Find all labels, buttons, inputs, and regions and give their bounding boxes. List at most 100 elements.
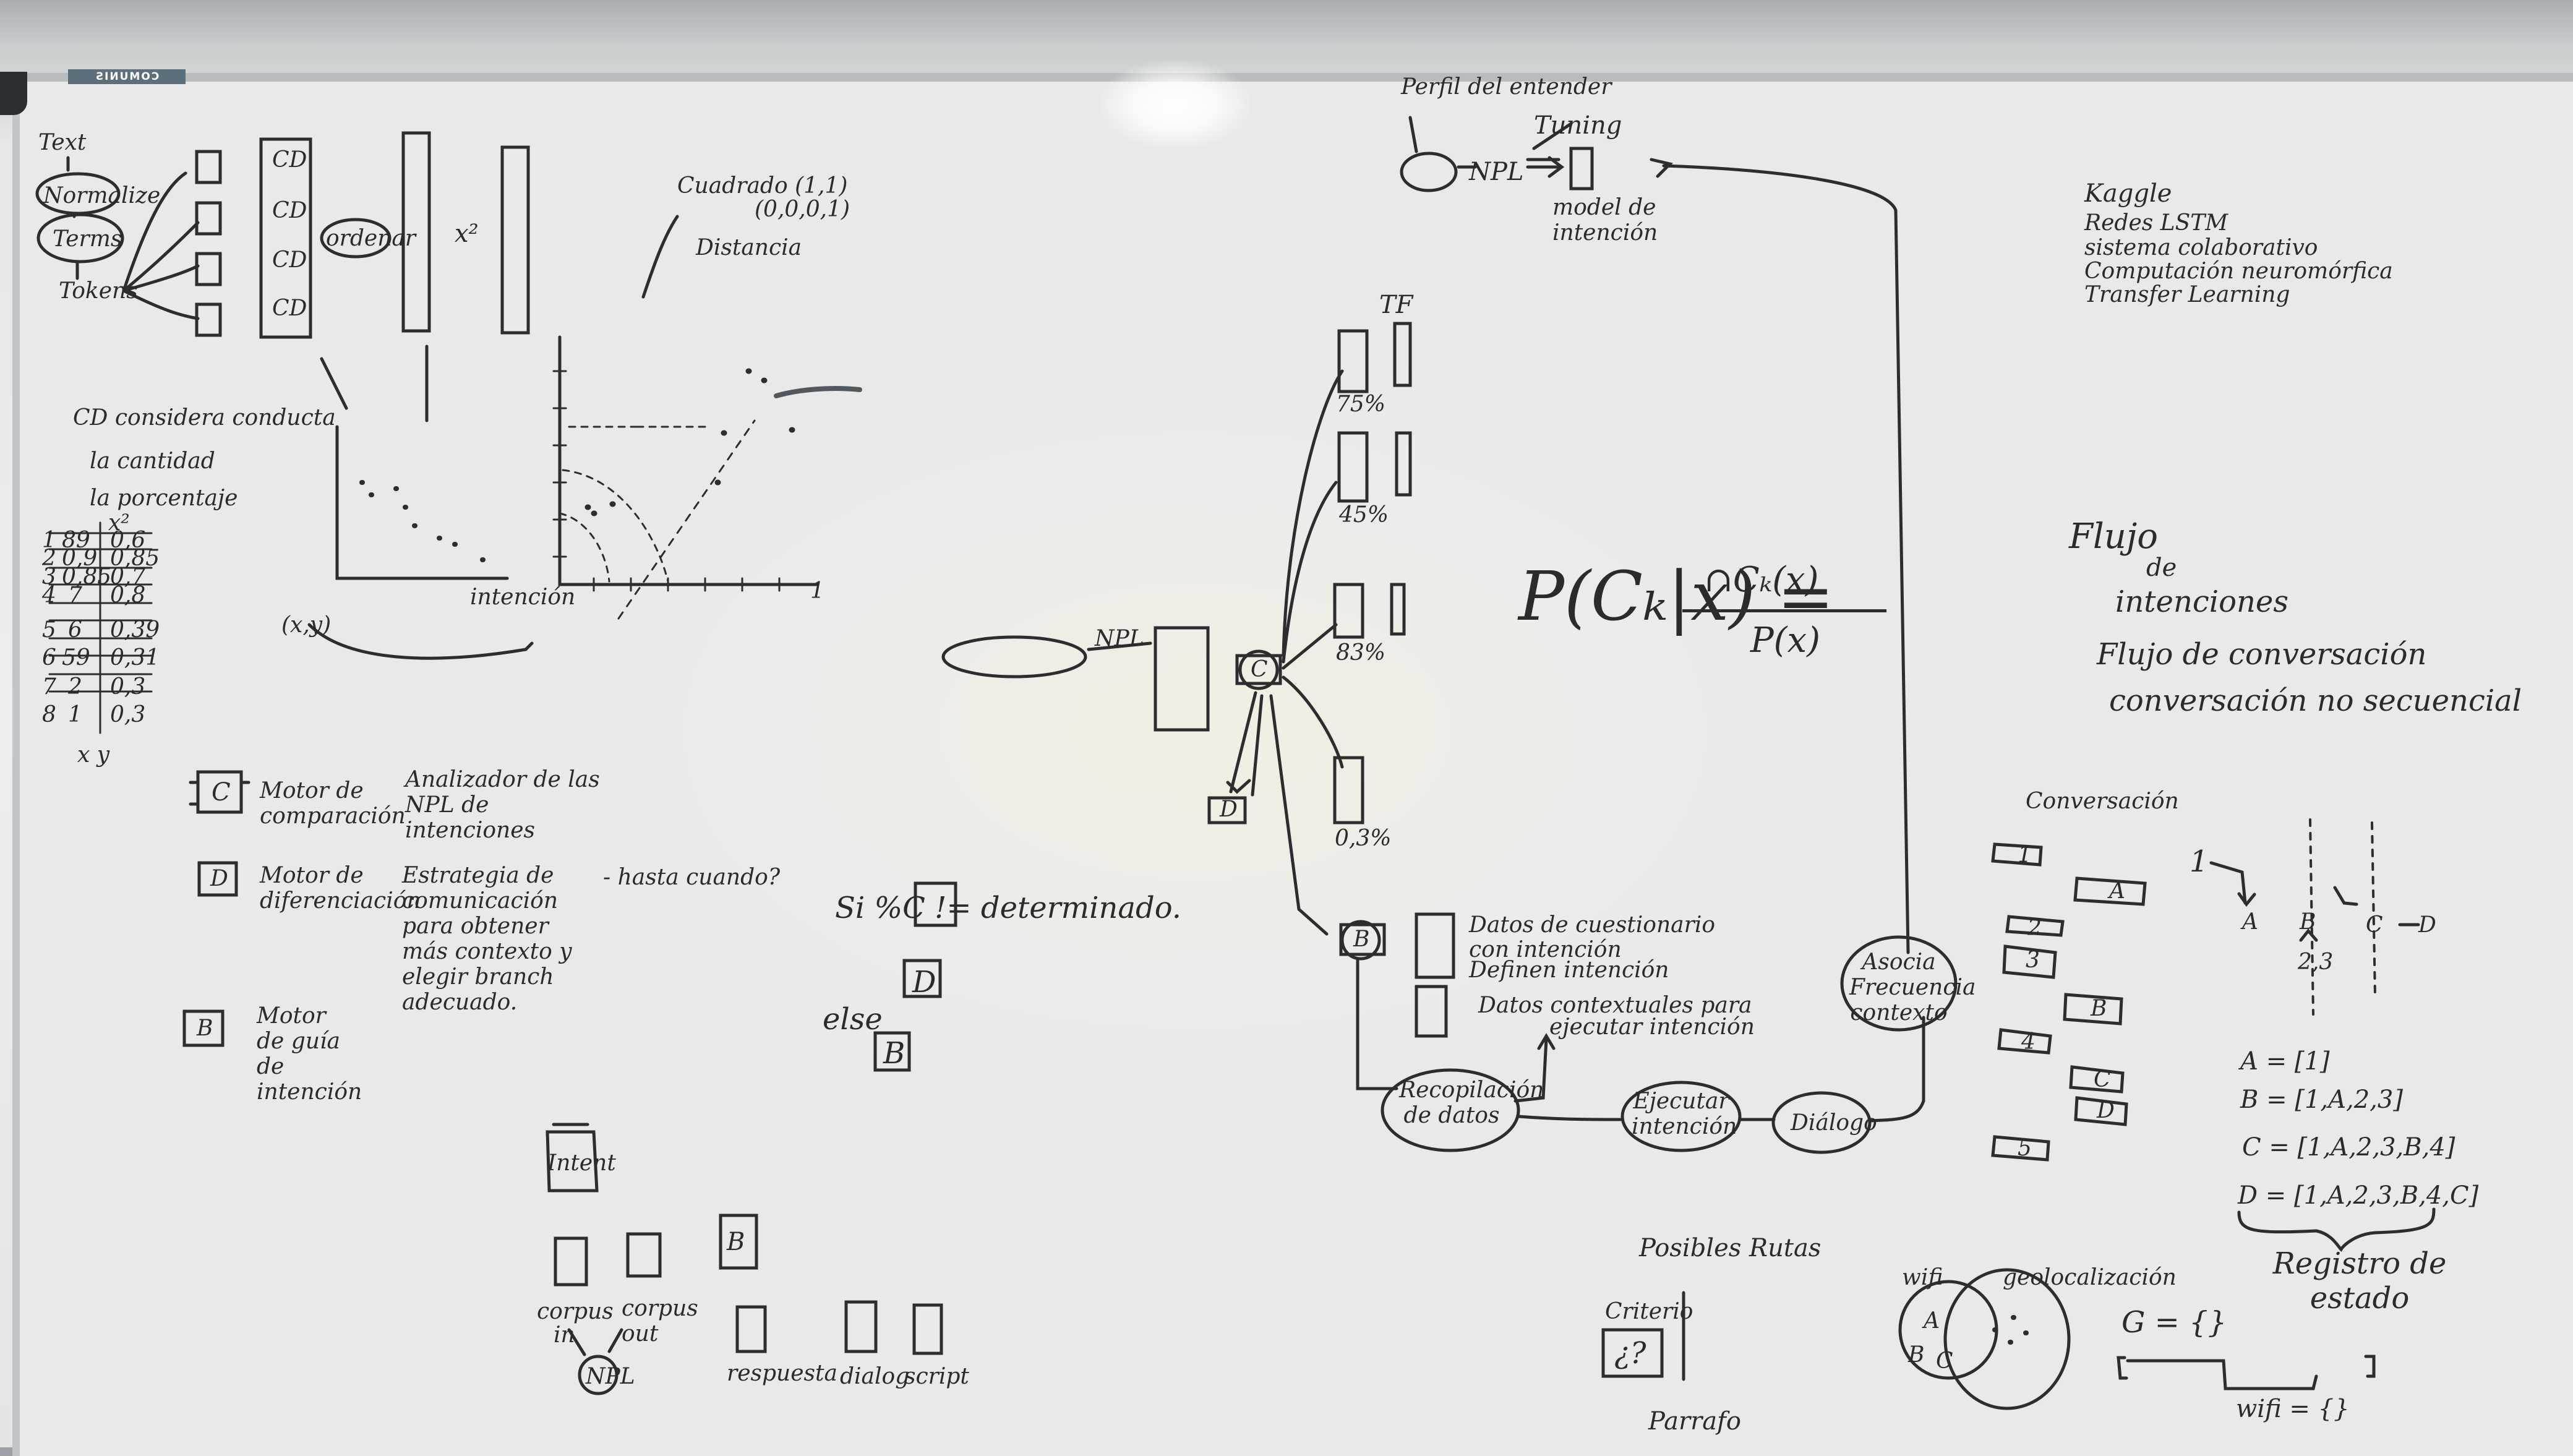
table-row-2-y: 0,85 [110, 546, 160, 571]
whiteboard [12, 73, 2573, 1456]
big-scatter-points [584, 368, 795, 516]
profile-arrow [1408, 116, 1477, 169]
motor-b-label: Motor de guía de intención [257, 1003, 362, 1105]
loop-link-3 [1868, 1016, 1925, 1123]
recopilacion-ellipse [1381, 1068, 1520, 1152]
chi-column-b [500, 145, 530, 335]
table-header-chi: x² [108, 510, 130, 536]
branch-lines [1226, 369, 1344, 936]
npl-ellipse [941, 635, 1087, 679]
posibles-title: Posibles Rutas [1639, 1234, 1822, 1262]
bar-03 [1333, 756, 1364, 824]
table-row-2-x: 0,9 [62, 546, 98, 571]
dashed-circle [559, 426, 706, 583]
pseudo-b-box [873, 1031, 911, 1072]
set-d: D = [1,A,2,3,B,4,C] [2238, 1181, 2479, 1210]
normalize-ellipse [35, 172, 121, 215]
kaggle-line-2: sistema colaborativo [2084, 235, 2318, 260]
g-set-label: G = {} [2121, 1305, 2227, 1340]
table-row-3-y: 0,7 [110, 564, 146, 589]
motor-c-letter: C [212, 778, 231, 807]
pseudo-if-line: Si %C != determinado. [835, 891, 1182, 925]
distance-label: Distancia [696, 235, 802, 260]
bar-75 [1337, 329, 1369, 393]
ordenar-label: ordenar [326, 226, 416, 251]
c-node [1238, 649, 1279, 690]
loop-link-1 [1517, 1115, 1622, 1121]
card-2: 2 [2027, 915, 2042, 941]
respuesta-box [735, 1305, 767, 1353]
tuning-arrow [1526, 122, 1573, 178]
datos-b-line-2: ejecutar intención [1549, 1014, 1755, 1040]
pseudo-else: else [823, 1002, 883, 1037]
g-brackets [2117, 1355, 2376, 1390]
intent-label: Intent [547, 1150, 616, 1176]
bar-45 [1337, 431, 1369, 503]
seq-1: 1 [2190, 844, 2209, 879]
flow-de: de [2146, 554, 2177, 582]
corpus-label: corpus [537, 1299, 614, 1324]
conversacion-label: Conversación [2026, 789, 2179, 814]
small-scatter-axes [335, 425, 509, 580]
card-a: A [2109, 878, 2125, 904]
terms-label: Terms [53, 226, 122, 252]
light-glare [1101, 62, 1249, 148]
dialogo-label: Diálogo [1791, 1110, 1877, 1136]
sequence-arrows [2209, 861, 2420, 942]
cd-label-2: CD [272, 198, 307, 223]
cd-note-3: la porcentaje [90, 486, 238, 511]
seq-d: D [2418, 912, 2436, 938]
table-footer: x y [77, 742, 110, 768]
respuesta-label: respuesta [727, 1361, 837, 1386]
tf-label: TF [1379, 291, 1413, 319]
cd-column [259, 137, 312, 339]
cd-note-1: CD considera conducta [73, 405, 336, 430]
kaggle-line-1: Redes LSTM [2084, 210, 2228, 236]
table-row-7-x: 2 [68, 674, 82, 700]
datos-a-box [1415, 912, 1455, 979]
cuadrado-label: Cuadrado (1,1) [677, 173, 848, 199]
flow-intenciones: intenciones [2115, 585, 2288, 619]
bar-83 [1333, 583, 1364, 639]
venn-right-label: geolocalización [2003, 1265, 2177, 1290]
card-c: C [2094, 1067, 2111, 1092]
npl-small-label: NPL [586, 1364, 635, 1389]
table-grid [48, 521, 153, 734]
motor-c-handles [189, 781, 250, 806]
table-row-6-x: 59 [62, 645, 90, 670]
motor-d-letter: D [210, 866, 228, 891]
npl-link [1087, 641, 1152, 651]
datos-b-box [1415, 985, 1448, 1038]
motor-b-box [182, 1009, 225, 1047]
datos-a-line-1: Datos de cuestionario [1469, 912, 1716, 938]
d-small-letter: D [1220, 797, 1238, 822]
registro-brace [2237, 1207, 2436, 1252]
corpus-in-label: in [554, 1322, 575, 1348]
xy-coord-label: (x,y) [281, 612, 332, 638]
motor-d-desc: Estrategia de comunicación para obtener … [402, 863, 572, 1015]
ejecutar-ellipse [1620, 1081, 1742, 1152]
b-doc-label: B [727, 1228, 745, 1256]
column-arrows [320, 215, 679, 422]
criterio-mark: ¿? [1614, 1336, 1646, 1371]
card-3: 3 [2026, 948, 2040, 973]
cd-label-4: CD [272, 296, 307, 321]
marker-smudge [774, 386, 862, 398]
venn-c: C [1936, 1348, 1953, 1374]
cd-label-3: CD [272, 247, 307, 273]
card-b: B [2091, 996, 2107, 1021]
ejecutar-label: Ejecutar intención [1632, 1089, 1737, 1139]
d-small-box [1207, 796, 1247, 824]
seq-23: 2,3 [2298, 949, 2334, 975]
intent-model-box [1569, 147, 1594, 191]
set-c: C = [1,A,2,3,B,4] [2242, 1133, 2455, 1162]
corpus-in-box [554, 1236, 588, 1287]
npl-column [1154, 626, 1210, 732]
axis-tick-label: 1 [810, 578, 824, 604]
parrafo-label: Parrafo [1648, 1407, 1741, 1436]
motor-c-desc: Analizador de las NPL de intenciones [405, 767, 600, 843]
table-row-5-x: 6 [68, 617, 82, 643]
table-row-4-x: 7 [68, 583, 82, 608]
seq-c: C [2366, 912, 2383, 938]
wifi-set-label: wifi = {} [2236, 1395, 2350, 1423]
